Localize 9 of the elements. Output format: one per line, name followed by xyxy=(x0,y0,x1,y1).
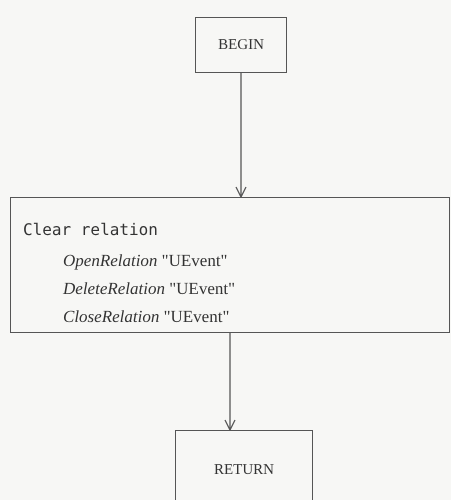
statement-text: OpenRelation "UEvent" xyxy=(63,251,228,271)
step-heading: Clear relation xyxy=(23,220,158,239)
terminal-box: BEGIN xyxy=(195,17,287,73)
process-box xyxy=(10,197,450,333)
statement-text: CloseRelation "UEvent" xyxy=(63,307,230,327)
terminal-box: RETURN xyxy=(175,430,313,500)
statement-text: DeleteRelation "UEvent" xyxy=(63,279,236,299)
arrow xyxy=(235,73,247,198)
arrow xyxy=(224,333,236,431)
